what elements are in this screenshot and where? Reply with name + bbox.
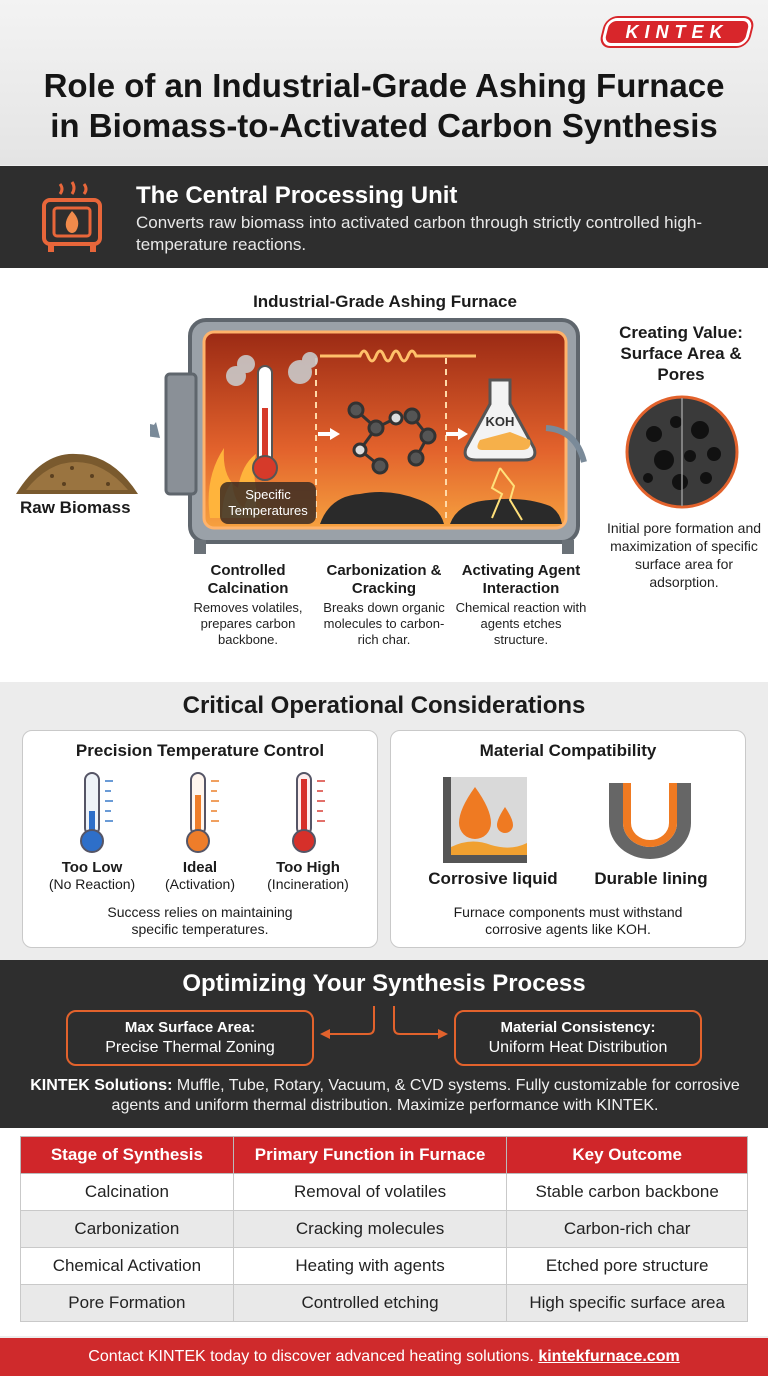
table-cell: Removal of volatiles xyxy=(232,1173,508,1211)
header: KINTEK Role of an Industrial-Grade Ashin… xyxy=(0,0,768,165)
table-cell: Heating with agents xyxy=(232,1247,508,1285)
banner-text: Converts raw biomass into activated carb… xyxy=(136,213,702,254)
banner-title: The Central Processing Unit xyxy=(136,182,458,209)
branch-arrows-icon xyxy=(320,1006,448,1039)
stage-carbonization: Carbonization & Cracking Breaks down org… xyxy=(321,562,447,648)
footer-cta: Contact KINTEK today to discover advance… xyxy=(0,1338,768,1376)
durable-lining-icon xyxy=(609,783,691,859)
table-cell: Pore Formation xyxy=(20,1284,234,1322)
thermometer-low-icon xyxy=(80,772,113,853)
precision-title: Precision Temperature Control xyxy=(75,741,325,760)
box-heading: Max Surface Area: xyxy=(124,1019,256,1036)
footer-text: Contact KINTEK today to discover advance… xyxy=(88,1348,539,1365)
etching-cracks-icon xyxy=(490,467,523,521)
table-header: Primary Function in Furnace xyxy=(232,1136,508,1174)
table-cell: Carbon-rich char xyxy=(506,1210,748,1248)
stage-title: Carbonization & Cracking xyxy=(326,562,442,597)
table-cell: Stable carbon backbone xyxy=(506,1173,748,1211)
optimizing-title: Optimizing Your Synthesis Process xyxy=(182,970,586,997)
box-text: Precise Thermal Zoning xyxy=(105,1039,275,1056)
title-line-1: Role of an Industrial-Grade Ashing Furna… xyxy=(43,67,725,104)
smoke-icon xyxy=(226,352,318,386)
considerations-title: Critical Operational Considerations xyxy=(182,692,586,719)
box-text: Uniform Heat Distribution xyxy=(488,1039,668,1056)
table-cell: Controlled etching xyxy=(232,1284,508,1322)
process-section: Industrial-Grade Ashing Furnace Raw Biom… xyxy=(0,268,768,682)
table-header: Stage of Synthesis xyxy=(20,1136,234,1174)
input-arrow-icon xyxy=(150,423,155,431)
considerations-section: Critical Operational Considerations Prec… xyxy=(0,682,768,960)
table-header: Key Outcome xyxy=(506,1136,748,1174)
website-link[interactable]: kintekfurnace.com xyxy=(538,1348,680,1365)
koh-label: KOH xyxy=(486,414,515,429)
value-title: Creating Value: Surface Area & Pores xyxy=(619,323,743,384)
page-title: Role of an Industrial-Grade Ashing Furna… xyxy=(0,66,768,146)
furnace-door xyxy=(164,372,198,496)
stage-activation: Activating Agent Interaction Chemical re… xyxy=(454,562,588,648)
raw-biomass-pile-icon xyxy=(16,453,138,494)
material-title: Material Compatibility xyxy=(479,741,657,760)
stage-title: Activating Agent Interaction xyxy=(461,562,581,597)
raw-biomass-label: Raw Biomass xyxy=(20,498,131,517)
table-cell: Etched pore structure xyxy=(506,1247,748,1285)
logo-text: KINTEK xyxy=(625,22,729,42)
material-card: Material Compatibility Corrosive liquid … xyxy=(390,730,746,948)
title-line-2: in Biomass-to-Activated Carbon Synthesis xyxy=(50,107,718,144)
summary-table: Stage of Synthesis Primary Function in F… xyxy=(20,1136,748,1322)
durable-lining-label: Durable lining xyxy=(594,869,708,888)
precision-footer: Success relies on maintaining specific t… xyxy=(107,904,293,937)
max-surface-box: Max Surface Area: Precise Thermal Zoning xyxy=(66,1010,314,1066)
summary-table-section: Stage of Synthesis Primary Function in F… xyxy=(0,1128,768,1336)
thermometer-high-icon xyxy=(292,772,325,853)
koh-flask-icon: KOH xyxy=(463,378,537,462)
corrosive-liquid-icon xyxy=(443,777,527,863)
specific-temp-line-1: Specific xyxy=(245,487,291,502)
furnace-flame-icon xyxy=(42,181,102,252)
output-arrow-icon xyxy=(545,425,587,463)
table-cell: Calcination xyxy=(20,1173,234,1211)
specific-temp-line-2: Temperatures xyxy=(228,503,308,518)
value-text: Initial pore formation and maximization … xyxy=(606,520,762,590)
optimizing-section: Optimizing Your Synthesis Process Max Su… xyxy=(0,960,768,1128)
heating-element-icon xyxy=(320,349,476,363)
table-cell: Carbonization xyxy=(20,1210,234,1248)
material-consistency-box: Material Consistency: Uniform Heat Distr… xyxy=(454,1010,702,1066)
table-cell: Chemical Activation xyxy=(20,1247,234,1285)
molecule-icon xyxy=(347,401,437,475)
stage-text: Breaks down organic molecules to carbon-… xyxy=(323,600,445,647)
furnace-label: Industrial-Grade Ashing Furnace xyxy=(253,292,517,311)
carbon-char-icon xyxy=(320,492,562,524)
table-cell: High specific surface area xyxy=(506,1284,748,1322)
kintek-logo[interactable]: KINTEK xyxy=(600,18,754,46)
thermometer-icon xyxy=(252,365,278,481)
stage-text: Removes volatiles, prepares carbon backb… xyxy=(193,600,303,647)
central-unit-banner: The Central Processing Unit Converts raw… xyxy=(0,166,768,268)
material-footer: Furnace components must withstand corros… xyxy=(453,904,683,937)
stage-text: Chemical reaction with agents etches str… xyxy=(455,600,587,647)
table-header-row: Stage of Synthesis Primary Function in F… xyxy=(20,1136,748,1174)
table-cell: Cracking molecules xyxy=(232,1210,508,1248)
stage-calcination: Controlled Calcination Removes volatiles… xyxy=(185,562,311,648)
thermometer-ideal-icon xyxy=(186,772,219,853)
corrosive-liquid-label: Corrosive liquid xyxy=(428,869,558,888)
box-heading: Material Consistency: xyxy=(500,1019,656,1036)
precision-card: Precision Temperature Control Too Low(No… xyxy=(22,730,378,948)
stage-title: Controlled Calcination xyxy=(207,562,289,597)
temp-too-high: Too High(Incineration) xyxy=(267,859,349,892)
solutions-text: KINTEK Solutions: Muffle, Tube, Rotary, … xyxy=(30,1077,740,1114)
temp-ideal: Ideal(Activation) xyxy=(164,859,236,892)
porous-carbon-icon xyxy=(625,395,739,509)
furnace-diagram: Specific Temperatures KOH xyxy=(150,318,587,554)
temp-too-low: Too Low(No Reaction) xyxy=(48,859,136,892)
